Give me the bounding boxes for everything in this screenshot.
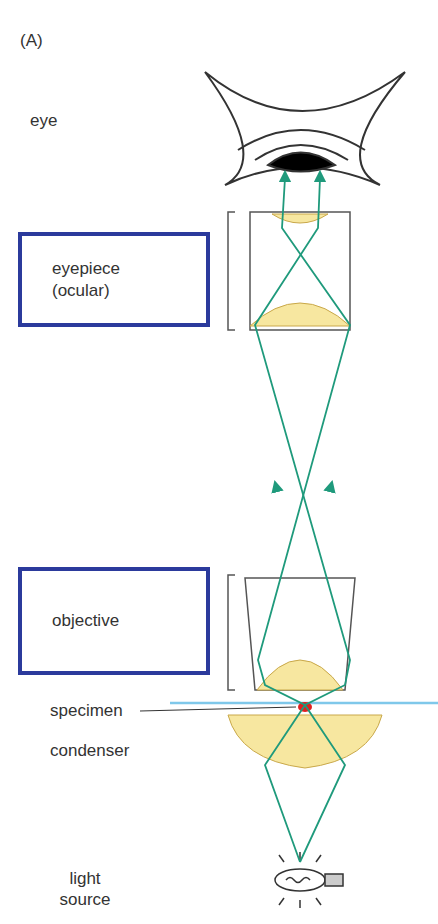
eye-drawing [205, 72, 405, 185]
part-label: condenser [50, 740, 129, 761]
part-label: light source [50, 868, 120, 911]
part-label: eye [30, 110, 57, 131]
part-label: (A) [20, 30, 43, 51]
condenser-lens [228, 715, 382, 768]
part-label: specimen [50, 700, 123, 721]
light-rays [255, 176, 350, 862]
light-bulb [275, 852, 343, 908]
leader-line [140, 707, 296, 711]
objective-drawing [228, 575, 355, 690]
part-name: eyepiece (ocular) [52, 258, 162, 301]
component-box: objective [18, 567, 210, 675]
part-name: objective [52, 610, 119, 631]
component-box: eyepiece (ocular) [18, 232, 210, 327]
